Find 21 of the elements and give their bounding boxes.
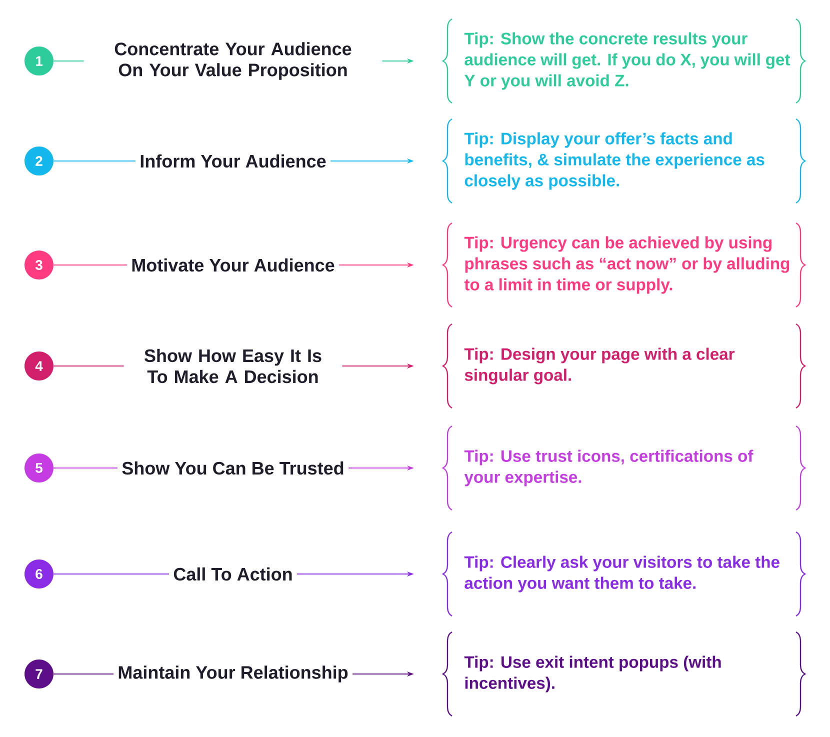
- step-label: Show How Easy It Is To Make A Decision: [144, 348, 322, 384]
- step-label: Inform Your Audience: [140, 154, 326, 168]
- step-label: Show You Can Be Trusted: [122, 461, 344, 475]
- connector-line: [54, 365, 124, 367]
- connector-line: [54, 467, 118, 469]
- connector-line: [54, 60, 84, 62]
- bracketed-tip: Tip: Use trust icons, certifications of your expertise.: [442, 426, 806, 511]
- step-label: Maintain Your Relationship: [118, 666, 348, 682]
- bracketed-tip: Tip: Design your page with a clear singular goal.: [442, 324, 806, 408]
- connector-line: [54, 673, 114, 675]
- step-label: Motivate Your Audience: [132, 258, 334, 272]
- bracketed-tip: Tip: Urgency can be achieved by using phrases such as “act now” or by alluding to a limit in time or supply.: [442, 222, 806, 308]
- bracketed-tip: Tip: Clearly ask your visitors to take the action you want them to take.: [442, 532, 806, 617]
- step-label: Call To Action: [174, 567, 292, 581]
- bracketed-tip: Tip: Use exit intent popups (with incentives).: [442, 632, 806, 717]
- step-label: Concentrate Your Audience On Your Value Proposition: [114, 42, 352, 80]
- connector-line: [54, 160, 136, 162]
- connector-line: [54, 264, 127, 266]
- bracketed-tip: Tip: Show the concrete results your audience will get. If you do X, you will get Y or you will avoid Z.: [442, 18, 806, 104]
- connector-line: [54, 573, 169, 575]
- bracketed-tip: Tip: Display your offer’s facts and benefits, & simulate the experience as closely as possible.: [442, 118, 806, 204]
